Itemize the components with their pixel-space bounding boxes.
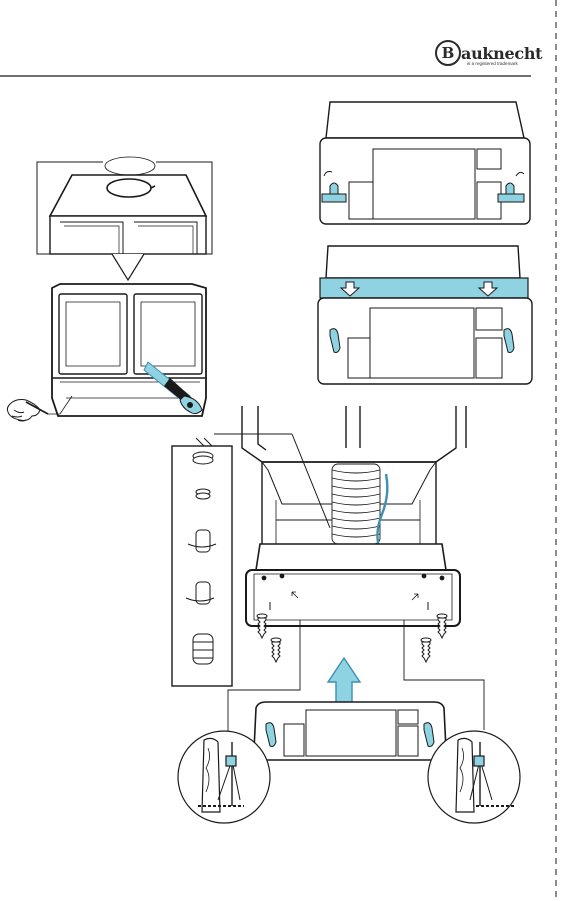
cabinet-top-view — [50, 175, 206, 254]
flexible-duct — [332, 464, 380, 544]
detail-circle-left — [178, 731, 270, 823]
detail-circle-right — [428, 731, 520, 823]
bauknecht-logo: B auknecht is a registered trademark — [437, 44, 537, 74]
hood-body — [246, 544, 460, 626]
upward-arrow-icon — [328, 658, 360, 706]
wall-plug-icon — [186, 452, 216, 664]
logo-initial: B — [435, 40, 461, 66]
inset-pointer — [112, 254, 144, 280]
hood-with-clips — [320, 102, 530, 224]
trademark-note: is a registered trademark — [467, 61, 518, 66]
hood-bottom — [254, 702, 446, 760]
hood-with-frame — [318, 246, 532, 384]
